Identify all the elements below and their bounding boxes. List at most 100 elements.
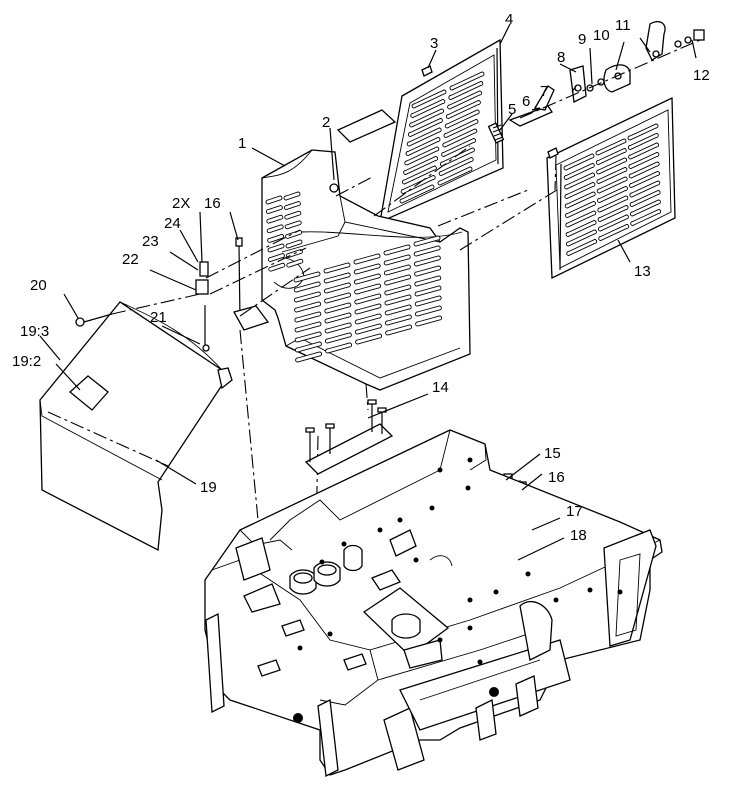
grille-slot	[266, 214, 284, 224]
callout-14: 14	[432, 379, 449, 396]
grille-slot	[354, 303, 382, 315]
grille-slot	[401, 165, 437, 185]
grille-slot	[400, 175, 436, 194]
grille-slot	[445, 100, 481, 119]
frame-hole	[377, 527, 383, 533]
callout-3: 3	[430, 35, 438, 52]
frame-hole	[553, 597, 559, 603]
right-grille-panel	[546, 96, 676, 280]
grille-slot	[383, 264, 411, 276]
grille-slot	[285, 239, 303, 249]
frame-hole	[327, 631, 333, 637]
grille-slot	[384, 284, 412, 296]
grille-slot	[410, 99, 446, 118]
callout-10: 10	[593, 27, 610, 44]
grille-slot	[629, 180, 661, 198]
callout-6: 6	[522, 93, 530, 110]
grille-slot	[284, 220, 302, 230]
frame-hole	[525, 571, 531, 577]
callout-19: 19	[200, 479, 217, 496]
grille-slot	[564, 191, 596, 209]
grille-slot	[596, 157, 628, 175]
grille-slot	[628, 142, 660, 160]
grille-slot	[630, 209, 662, 226]
grille-slot	[324, 292, 352, 304]
grille-slot	[294, 311, 322, 323]
grille-slot	[597, 205, 629, 222]
grille-slot	[565, 220, 597, 237]
grille-slot	[323, 282, 351, 294]
frame-hole	[429, 505, 435, 511]
grille-slot	[385, 324, 413, 336]
grille-slot	[286, 258, 304, 268]
callout-9: 9	[578, 31, 586, 48]
grille-slot	[353, 253, 381, 265]
grille-slot	[265, 205, 283, 215]
grille-slot	[284, 210, 302, 220]
grille-slot	[325, 342, 353, 354]
grille-slot	[324, 332, 352, 344]
grille-slot	[628, 152, 660, 169]
chassis-frame	[204, 429, 663, 777]
grille-slot	[565, 229, 597, 247]
grille-slot	[354, 323, 382, 335]
frame-hole	[297, 645, 303, 651]
bolt-head	[325, 423, 335, 429]
leader-lines	[39, 23, 697, 561]
bolt-head	[367, 399, 377, 405]
grille-slot	[414, 305, 442, 317]
grille-slot	[384, 314, 412, 326]
grille-slot	[383, 254, 411, 266]
frame-hole	[341, 541, 347, 547]
grille-slot	[411, 89, 447, 109]
callout-2x: 2X	[172, 195, 190, 212]
grille-slot	[595, 148, 627, 165]
callout-19-3: 19:3	[20, 323, 49, 340]
grille-slot	[405, 137, 441, 156]
grille-slot	[597, 186, 628, 203]
grille-slot	[267, 253, 285, 263]
grille-slot	[415, 315, 443, 327]
grille-slot	[439, 147, 475, 167]
grille-slot	[267, 243, 285, 253]
grille-slot	[597, 214, 629, 232]
grille-slot	[595, 138, 627, 156]
grille-slot	[399, 184, 435, 204]
frame-hole	[413, 557, 419, 563]
grille-slot	[449, 71, 485, 91]
callout-23: 23	[142, 233, 159, 250]
grille-slot	[565, 201, 596, 218]
grille-slot	[443, 119, 479, 138]
grille-slot	[383, 244, 411, 256]
grille-slot	[629, 171, 660, 188]
callout-16-left: 16	[204, 195, 221, 212]
grille-slot	[353, 273, 381, 285]
grille-slot	[414, 285, 442, 297]
grille-slot	[295, 351, 323, 363]
grille-slot	[407, 118, 443, 137]
grille-slot	[413, 235, 441, 247]
callout-labels: 1 2 3 4 5 6 7 8 9 10 11 12 13 14 15 16 1…	[12, 11, 710, 544]
grille-slot	[627, 123, 659, 141]
frame-hole	[437, 467, 443, 473]
grille-slot	[323, 262, 351, 274]
grille-slot	[597, 195, 629, 213]
grille-slot	[353, 263, 381, 275]
callout-22: 22	[122, 251, 139, 268]
frame-hole	[467, 597, 473, 603]
frame-hole	[477, 659, 483, 665]
grille-slot	[406, 127, 442, 147]
grille-slot	[323, 272, 351, 284]
callout-8: 8	[557, 49, 565, 66]
frame-hole	[493, 589, 499, 595]
grille-slot	[404, 146, 440, 166]
grille-slot	[324, 312, 352, 324]
grille-slot	[403, 156, 439, 175]
main-hood-shroud	[261, 149, 471, 391]
callout-2: 2	[322, 114, 330, 131]
callout-7: 7	[540, 83, 548, 100]
grille-slot	[294, 301, 322, 313]
grille-slot	[294, 321, 322, 333]
callout-24: 24	[164, 215, 181, 232]
grille-slot	[627, 133, 659, 150]
